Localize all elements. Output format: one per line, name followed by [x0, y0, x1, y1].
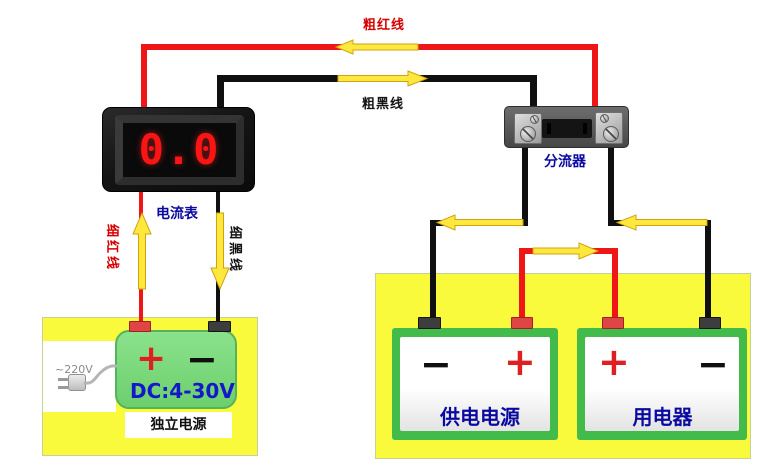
shunt-to-load-wire-v1 [608, 144, 614, 226]
load-plus-sign: + [598, 340, 630, 384]
arrow-left-icon [615, 214, 708, 231]
supply-to-load-red-wire-v2 [612, 248, 618, 318]
thick-red-wire-ammeter-drop [141, 44, 147, 108]
shunt-to-supply-wire-v1 [522, 144, 528, 226]
screw-icon [600, 114, 609, 123]
supply-plus-sign: + [504, 340, 536, 384]
battery-minus-sign: − [186, 337, 218, 381]
plug-cable [83, 364, 118, 385]
shunt-notch [583, 123, 587, 134]
independent-supply-label: 独立电源 [125, 412, 232, 438]
arrow-right-icon [337, 70, 429, 87]
ammeter-display: 0.0 [115, 115, 244, 185]
shunt-to-load-wire-v2 [705, 220, 711, 318]
ammeter-reading: 0.0 [138, 125, 221, 174]
thick-black-wire-ammeter-drop [217, 75, 224, 108]
arrow-down-icon [210, 212, 230, 291]
battery-plus-sign: + [136, 338, 167, 379]
supply-box-face [400, 337, 550, 431]
thin-black-wire-label: 细黑线 [227, 226, 242, 275]
load-plus-terminal [602, 317, 624, 329]
arrow-up-icon [132, 211, 152, 290]
ammeter-label: 电流表 [156, 206, 198, 222]
screw-icon [520, 126, 536, 142]
shunt [504, 106, 629, 148]
ammeter: 0.0 [102, 107, 255, 192]
plug-prong [58, 378, 69, 381]
load-label: 用电器 [632, 405, 693, 429]
thick-red-wire-label: 粗红线 [363, 18, 406, 33]
mains-voltage-label: ~220V [55, 363, 93, 376]
supply-minus-sign: − [420, 342, 452, 386]
shunt-left-terminal-block [514, 113, 542, 144]
battery-minus-terminal [208, 321, 231, 332]
supply-plus-terminal [511, 317, 533, 329]
battery-voltage-range: DC:4-30V [130, 379, 235, 403]
arrow-left-icon [435, 214, 524, 231]
load-minus-sign: − [697, 342, 729, 386]
thick-red-wire-shunt-drop [592, 44, 598, 114]
thick-black-wire-label: 粗黑线 [362, 97, 405, 112]
supply-to-load-red-wire-v1 [519, 248, 525, 318]
thin-red-wire-label: 细红线 [104, 224, 119, 273]
screw-icon [603, 126, 619, 142]
shunt-right-terminal-block [595, 112, 623, 144]
battery-body [115, 330, 237, 409]
load-minus-terminal [699, 317, 721, 329]
screw-icon [530, 115, 539, 124]
supply-label: 供电电源 [440, 405, 520, 429]
supply-minus-terminal [418, 317, 441, 329]
shunt-to-supply-wire-v2 [430, 220, 436, 318]
shunt-resistor-bar [542, 119, 592, 138]
battery-plus-terminal [129, 321, 151, 332]
thick-black-wire-shunt-drop [530, 75, 537, 115]
shunt-notch [547, 123, 551, 134]
plug-prong [58, 386, 69, 389]
load-box-face [585, 337, 739, 431]
arrow-left-icon [334, 39, 419, 55]
arrow-right-icon [532, 242, 600, 260]
shunt-label: 分流器 [544, 154, 586, 170]
